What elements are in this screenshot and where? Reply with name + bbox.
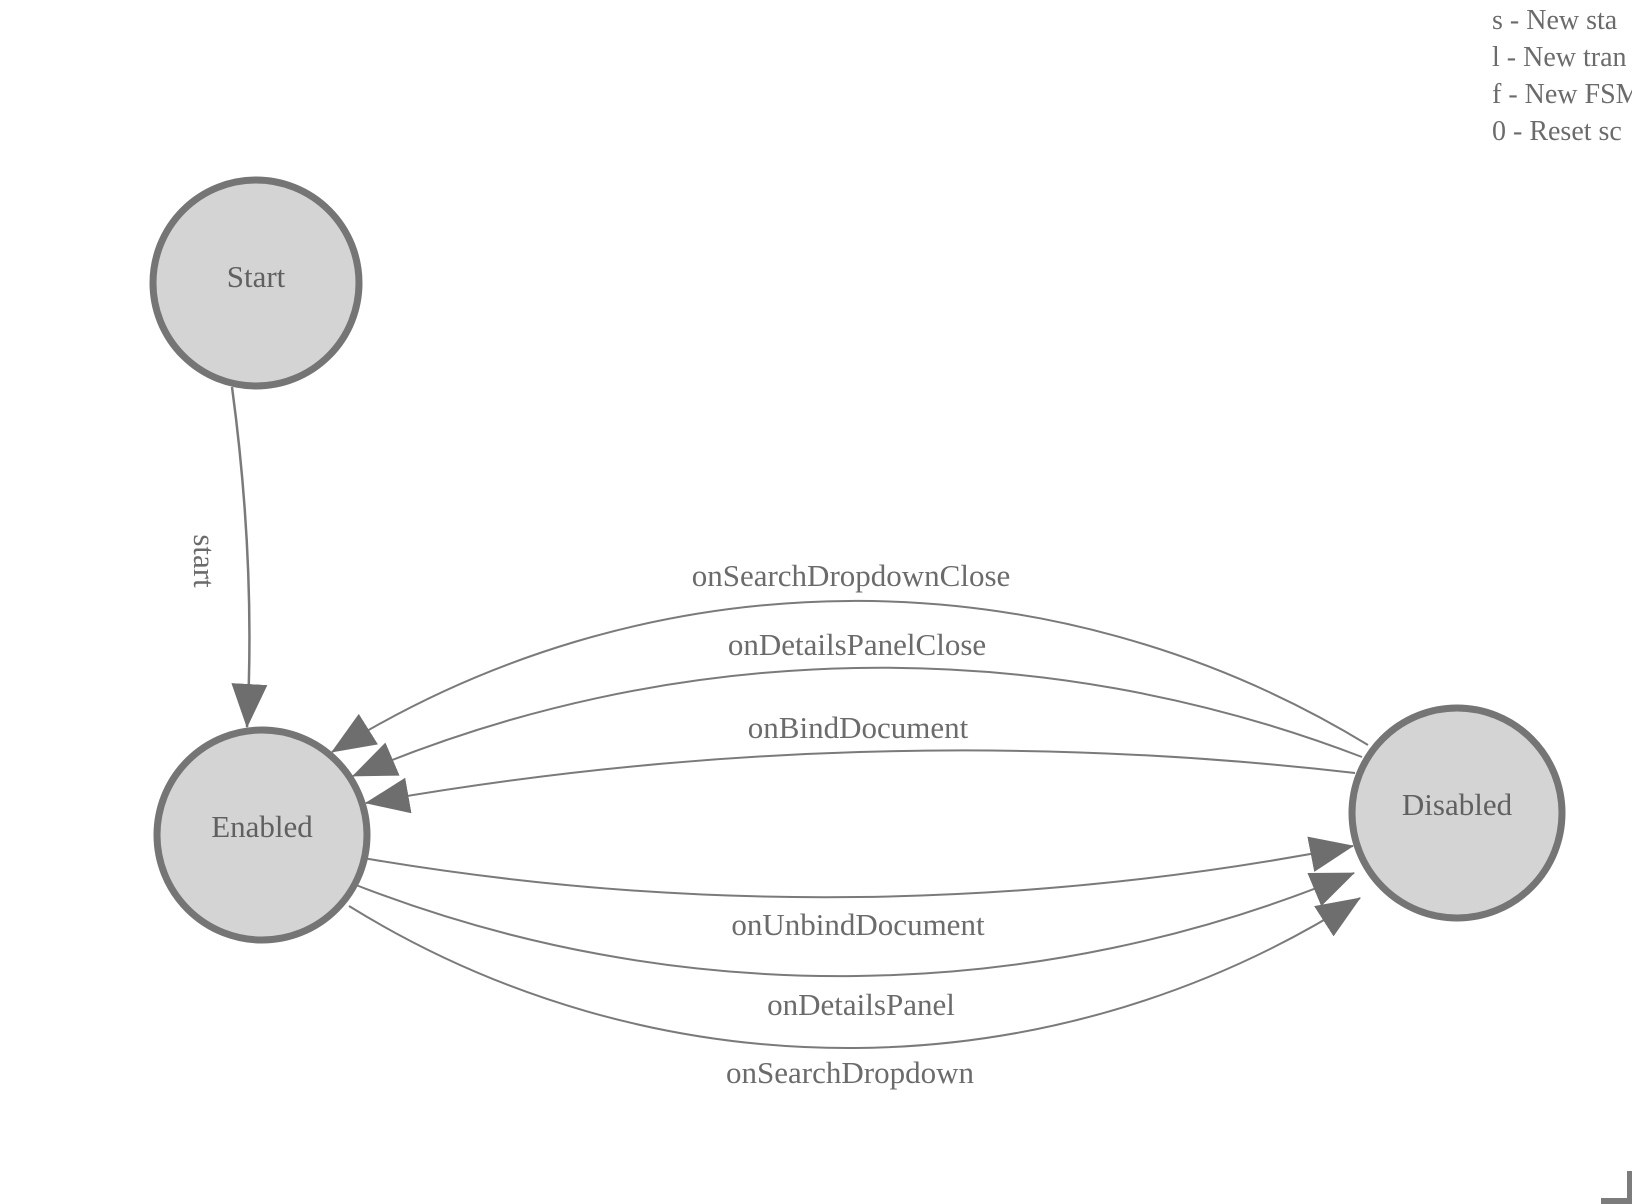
edge-label-onBindDocument: onBindDocument bbox=[748, 710, 969, 745]
edge-label-onSearchDropdown: onSearchDropdown bbox=[726, 1055, 974, 1090]
edge-onSearchDropdown[interactable] bbox=[348, 897, 1361, 1050]
legend-line-new-transition: l - New tran bbox=[1492, 42, 1627, 73]
edge-label-start: start bbox=[187, 534, 222, 588]
edge-label-onUnbindDocument: onUnbindDocument bbox=[731, 907, 985, 942]
state-node-enabled[interactable] bbox=[153, 726, 371, 944]
state-label-start: Start bbox=[227, 259, 286, 294]
edge-label-onDetailsPanel: onDetailsPanel bbox=[767, 987, 955, 1022]
edge-onSearchDropdownClose[interactable] bbox=[331, 599, 1369, 753]
legend-line-new-state: s - New sta bbox=[1492, 5, 1618, 36]
legend-line-reset: 0 - Reset sc bbox=[1492, 116, 1622, 147]
edge-onDetailsPanel[interactable] bbox=[355, 872, 1355, 978]
corner-shape-vertical-bar bbox=[1627, 1171, 1632, 1204]
edge-label-onSearchDropdownClose: onSearchDropdownClose bbox=[692, 558, 1011, 593]
state-label-disabled: Disabled bbox=[1402, 787, 1513, 822]
legend-line-new-fsm: f - New FSM bbox=[1492, 79, 1632, 110]
edge-onBindDocument[interactable] bbox=[365, 749, 1356, 814]
state-label-enabled: Enabled bbox=[211, 809, 313, 844]
edge-label-onDetailsPanelClose: onDetailsPanelClose bbox=[728, 627, 986, 662]
edge-start[interactable] bbox=[230, 386, 268, 728]
clipped-corner-shape bbox=[1601, 1171, 1632, 1204]
state-node-disabled[interactable] bbox=[1348, 704, 1566, 922]
shortcuts-legend: s - New sta l - New tran f - New FSM 0 -… bbox=[1492, 2, 1632, 152]
edge-onUnbindDocument[interactable] bbox=[362, 836, 1354, 899]
state-node-start[interactable] bbox=[149, 176, 363, 390]
edge-onDetailsPanelClose[interactable] bbox=[352, 666, 1363, 777]
corner-shape-horizontal-bar bbox=[1601, 1198, 1632, 1204]
